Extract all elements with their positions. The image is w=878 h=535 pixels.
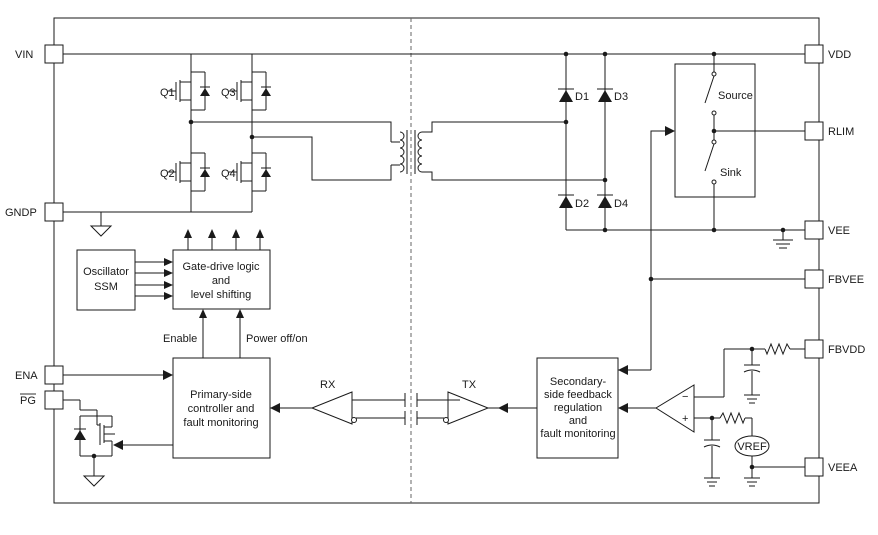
sec-out-b bbox=[422, 171, 605, 181]
diode-d3: D3 bbox=[597, 88, 628, 103]
diode-d1: D1 bbox=[558, 88, 589, 103]
tx-buffer: TX bbox=[443, 379, 490, 425]
transistor-q4: Q4 bbox=[221, 152, 271, 192]
pin-veea: VEEA bbox=[804, 457, 858, 477]
vref-network: VREF bbox=[694, 411, 770, 487]
transistor-q2: Q2 bbox=[160, 152, 210, 192]
power-label: Power off/on bbox=[246, 333, 308, 345]
gate-drive-outputs bbox=[184, 229, 264, 250]
osc-to-gate-arrows bbox=[135, 258, 173, 300]
enable-label: Enable bbox=[163, 333, 197, 345]
d3-label: D3 bbox=[614, 91, 628, 103]
opamp-minus-label: − bbox=[682, 391, 688, 403]
secondary-label-1: Secondary- bbox=[550, 376, 607, 388]
primary-label-1: Primary-side bbox=[190, 389, 252, 401]
d1-label: D1 bbox=[575, 91, 589, 103]
pin-gndp-label: GNDP bbox=[5, 207, 37, 219]
pin-pg: PG bbox=[20, 390, 64, 410]
pin-rlim: RLIM bbox=[804, 121, 854, 141]
primary-controller-block bbox=[172, 357, 271, 459]
secondary-label-4: and bbox=[569, 415, 587, 427]
pg-output-stage bbox=[63, 399, 173, 487]
pin-vin-label: VIN bbox=[15, 49, 33, 61]
rx-label: RX bbox=[320, 379, 336, 391]
q4-label: Q4 bbox=[221, 168, 236, 180]
tx-label: TX bbox=[462, 379, 477, 391]
pin-vin: VIN bbox=[15, 44, 64, 64]
vref-label: VREF bbox=[737, 441, 767, 453]
fbvdd-network bbox=[694, 342, 805, 404]
bridge-out-b bbox=[252, 136, 392, 181]
transistor-q3: Q3 bbox=[221, 71, 271, 111]
transistor-q1: Q1 bbox=[160, 71, 210, 111]
primary-label-2: controller and bbox=[188, 403, 255, 415]
sec-out-a bbox=[422, 121, 566, 133]
error-amplifier: − + bbox=[618, 384, 695, 433]
ground-icon bbox=[89, 212, 113, 237]
gate-drive-label-2: and bbox=[212, 275, 230, 287]
pin-fbvee-label: FBVEE bbox=[828, 274, 864, 286]
pin-ena-label: ENA bbox=[15, 370, 38, 382]
oscillator-ssm-label: SSM bbox=[94, 281, 118, 293]
pin-vdd-label: VDD bbox=[828, 49, 851, 61]
rx-buffer: RX bbox=[283, 379, 357, 425]
pin-ena: ENA bbox=[15, 365, 64, 385]
q3-label: Q3 bbox=[221, 87, 236, 99]
source-label: Source bbox=[718, 90, 753, 102]
gate-drive-label-1: Gate-drive logic bbox=[182, 261, 260, 273]
pin-vee: VEE bbox=[804, 220, 850, 240]
oscillator-block bbox=[76, 249, 136, 311]
d4-label: D4 bbox=[614, 198, 628, 210]
package-outline bbox=[53, 17, 820, 504]
pin-fbvee: FBVEE bbox=[804, 269, 864, 289]
pin-veea-label: VEEA bbox=[828, 462, 858, 474]
pin-fbvdd: FBVDD bbox=[804, 339, 865, 359]
primary-label-3: fault monitoring bbox=[183, 417, 258, 429]
oscillator-label: Oscillator bbox=[83, 266, 129, 278]
switch-control-line bbox=[650, 130, 667, 370]
secondary-label-2: side feedback bbox=[544, 389, 612, 401]
gate-drive-block bbox=[172, 249, 271, 310]
ground-icon bbox=[773, 230, 793, 249]
pin-pg-label: PG bbox=[20, 395, 36, 407]
pin-vee-label: VEE bbox=[828, 225, 850, 237]
opamp-plus-label: + bbox=[682, 413, 688, 425]
transformer bbox=[391, 130, 423, 174]
pin-gndp: GNDP bbox=[5, 202, 64, 222]
pin-vdd: VDD bbox=[804, 44, 851, 64]
sink-label: Sink bbox=[720, 167, 742, 179]
secondary-feedback-block bbox=[536, 357, 619, 459]
pin-rlim-label: RLIM bbox=[828, 126, 854, 138]
secondary-label-5: fault monitoring bbox=[540, 428, 615, 440]
d2-label: D2 bbox=[575, 198, 589, 210]
q2-label: Q2 bbox=[160, 168, 175, 180]
q1-label: Q1 bbox=[160, 87, 175, 99]
diode-d2: D2 bbox=[558, 194, 589, 210]
gate-drive-label-3: level shifting bbox=[191, 289, 252, 301]
secondary-label-3: regulation bbox=[554, 402, 602, 414]
bridge-out-a bbox=[191, 121, 392, 142]
pin-fbvdd-label: FBVDD bbox=[828, 344, 865, 356]
diode-d4: D4 bbox=[597, 194, 628, 210]
